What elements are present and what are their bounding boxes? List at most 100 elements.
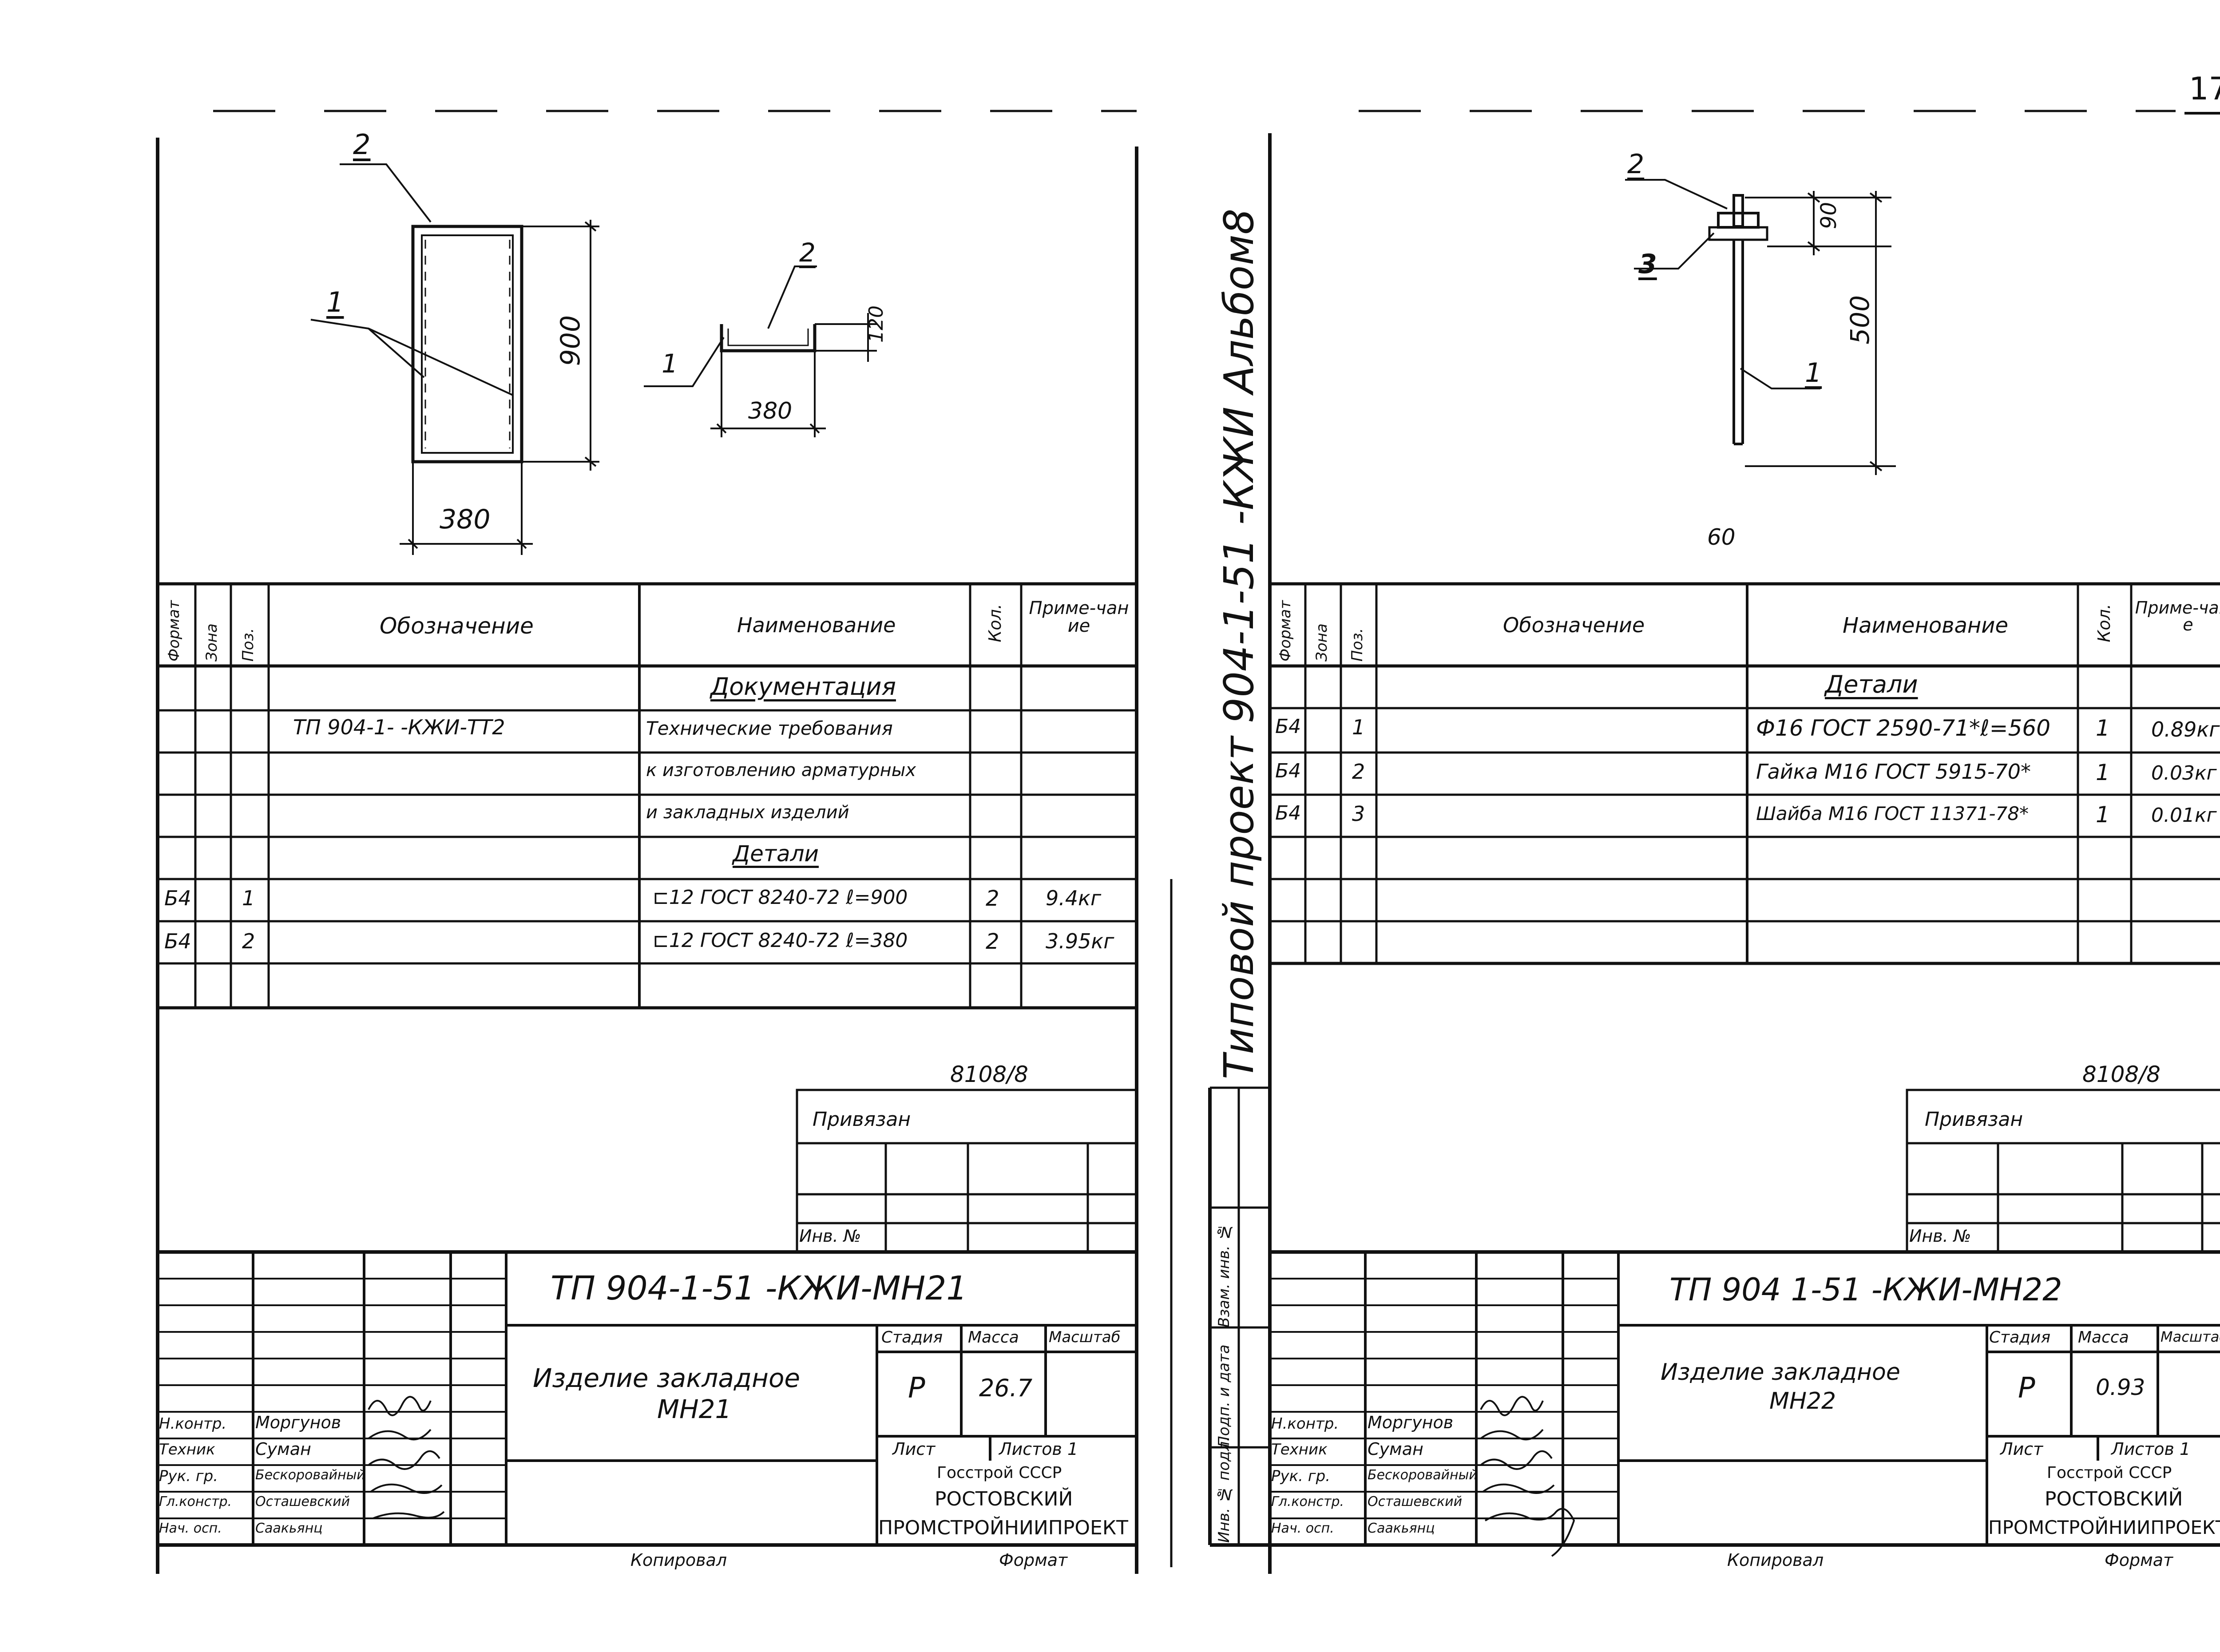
right-row1-format: Б4 bbox=[1275, 715, 1301, 738]
left-col-note: Приме-чание bbox=[1029, 598, 1129, 636]
right-row2-pos: 2 bbox=[1352, 760, 1365, 784]
left-bound-box bbox=[796, 1089, 1138, 1253]
right-item-code: МН22 bbox=[1769, 1388, 1836, 1414]
right-staff-role-4: Гл.констр. bbox=[1271, 1494, 1344, 1509]
right-org-line-1: Госстрой СССР bbox=[2047, 1464, 2172, 1482]
left-col-format: Формат bbox=[165, 600, 183, 662]
left-sheets-label: Листов 1 bbox=[999, 1439, 1078, 1459]
left-dim-380: 380 bbox=[440, 504, 491, 535]
left-row2-name: ⊏12 ГОСТ 8240-72 ℓ=380 bbox=[653, 929, 908, 952]
right-dim-60: 60 bbox=[1707, 524, 1736, 550]
right-dim-500: 500 bbox=[1845, 295, 1875, 345]
left-doc-designation: ТП 904-1- -КЖИ-ТТ2 bbox=[293, 715, 505, 739]
left-stage-value: Р bbox=[908, 1372, 925, 1405]
left-dim-380-section: 380 bbox=[748, 398, 793, 424]
left-org-line-3: ПРОМСТРОЙНИИПРОЕКТ bbox=[878, 1517, 1128, 1539]
left-bound-label: Привязан bbox=[813, 1108, 911, 1131]
left-org-line-1: Госстрой СССР bbox=[937, 1464, 1062, 1482]
left-staff-role-5: Нач. осп. bbox=[159, 1521, 222, 1536]
left-row2-pos: 2 bbox=[242, 929, 255, 953]
left-pos-1-label: 1 bbox=[326, 286, 344, 318]
right-staff-name-3: Бескоровайный bbox=[1368, 1467, 1478, 1483]
left-signatures bbox=[368, 1396, 445, 1519]
left-staff-role-4: Гл.констр. bbox=[159, 1494, 232, 1509]
bolt-dimensions bbox=[1625, 179, 1896, 475]
left-doc-name-line-3: и закладных изделий bbox=[646, 802, 849, 823]
right-signatures bbox=[1480, 1396, 1575, 1557]
left-ref-code: 8108/8 bbox=[950, 1062, 1028, 1087]
left-staff-role-1: Н.контр. bbox=[159, 1415, 227, 1433]
right-footer-copy: Копировал bbox=[1727, 1550, 1824, 1570]
left-row2-note: 3.95кг bbox=[1046, 929, 1114, 953]
right-inv-label: Инв. № bbox=[1909, 1226, 1971, 1246]
left-staff-role-2: Техник bbox=[159, 1441, 215, 1458]
left-footer-format: Формат bbox=[999, 1550, 1068, 1570]
right-org-line-2: РОСТОВСКИЙ bbox=[2045, 1488, 2183, 1510]
right-col-qty: Кол. bbox=[2094, 604, 2114, 642]
right-col-designation: Обозначение bbox=[1503, 613, 1645, 637]
section-dimensions bbox=[644, 265, 877, 437]
right-item-title: Изделие закладное bbox=[1661, 1359, 1900, 1386]
left-col-zone: Зона bbox=[203, 623, 221, 662]
right-ref-code: 8108/8 bbox=[2082, 1062, 2161, 1087]
left-pos-2-label: 2 bbox=[353, 128, 371, 161]
right-row1-name: Ф16 ГОСТ 2590-71*ℓ=560 bbox=[1756, 715, 2051, 741]
left-col-qty: Кол. bbox=[985, 604, 1005, 642]
right-spec-grid bbox=[1270, 582, 2220, 965]
right-col-zone: Зона bbox=[1313, 623, 1331, 662]
right-doc-code: ТП 904 1-51 -КЖИ-МН22 bbox=[1669, 1272, 2062, 1308]
right-pos-2-label: 2 bbox=[1627, 149, 1645, 180]
left-staff-role-3: Рук. гр. bbox=[159, 1467, 218, 1485]
left-staff-name-5: Саакьянц bbox=[255, 1521, 323, 1536]
frame-leaders bbox=[310, 163, 513, 396]
left-sheet-label: Лист bbox=[892, 1439, 936, 1459]
left-staff-name-2: Суман bbox=[255, 1439, 311, 1459]
side-stamp-inv-original: Инв. № подл. bbox=[1215, 1436, 1233, 1543]
left-row1-qty: 2 bbox=[986, 886, 999, 911]
right-row2-note: 0.03кг bbox=[2151, 762, 2217, 784]
left-mass-value: 26.7 bbox=[979, 1374, 1033, 1402]
right-pos-3-label: 3 bbox=[1638, 249, 1657, 280]
left-row2-format: Б4 bbox=[164, 929, 191, 953]
right-staff-role-2: Техник bbox=[1271, 1441, 1328, 1458]
right-row1-pos: 1 bbox=[1352, 715, 1365, 739]
left-spec-grid bbox=[158, 582, 1137, 1010]
right-col-note: Приме-чание bbox=[2135, 598, 2220, 634]
left-section-details: Детали bbox=[733, 841, 819, 867]
channel-section bbox=[720, 324, 817, 353]
left-section-pos-1: 1 bbox=[662, 349, 678, 379]
anchor-bolt bbox=[1708, 194, 1768, 445]
left-inv-label: Инв. № bbox=[799, 1226, 861, 1246]
right-row3-note: 0.01кг bbox=[2151, 804, 2217, 827]
right-col-format: Формат bbox=[1276, 600, 1294, 662]
right-sheet-label: Лист bbox=[2000, 1439, 2043, 1459]
left-col-name: Наименование bbox=[737, 613, 896, 637]
right-col-name: Наименование bbox=[1843, 613, 2009, 638]
left-doc-name-line-1: Технические требования bbox=[646, 717, 893, 739]
left-doc-code: ТП 904-1-51 -КЖИ-МН21 bbox=[551, 1269, 967, 1307]
left-dim-900: 900 bbox=[555, 315, 586, 366]
left-staff-name-3: Бескоровайный bbox=[255, 1467, 365, 1483]
right-sheets-label: Листов 1 bbox=[2111, 1439, 2191, 1459]
left-title-block bbox=[158, 1250, 1137, 1546]
right-row2-name: Гайка М16 ГОСТ 5915-70* bbox=[1756, 760, 2031, 784]
right-row2-qty: 1 bbox=[2096, 760, 2110, 785]
left-row1-format: Б4 bbox=[164, 886, 191, 910]
frame-dimensions bbox=[400, 220, 599, 555]
right-row3-format: Б4 bbox=[1275, 802, 1301, 824]
right-mass-header: Масса bbox=[2078, 1328, 2129, 1347]
left-row1-name: ⊏12 ГОСТ 8240-72 ℓ=900 bbox=[653, 886, 908, 909]
side-stamp-inv-replace: Взам. инв. № bbox=[1215, 1223, 1233, 1327]
right-org-line-3: ПРОМСТРОЙНИИПРОЕКТ bbox=[1988, 1517, 2220, 1538]
left-item-code: МН21 bbox=[657, 1394, 732, 1424]
right-row1-note: 0.89кг bbox=[2151, 717, 2220, 741]
frame-elevation bbox=[411, 225, 523, 464]
right-row2-format: Б4 bbox=[1275, 760, 1301, 782]
right-frame bbox=[1170, 133, 2220, 1574]
left-scale-header: Масштаб bbox=[1049, 1328, 1121, 1346]
left-org-line-2: РОСТОВСКИЙ bbox=[935, 1488, 1073, 1510]
left-row1-note: 9.4кг bbox=[1046, 886, 1102, 910]
right-row3-name: Шайба М16 ГОСТ 11371-78* bbox=[1756, 803, 2029, 824]
